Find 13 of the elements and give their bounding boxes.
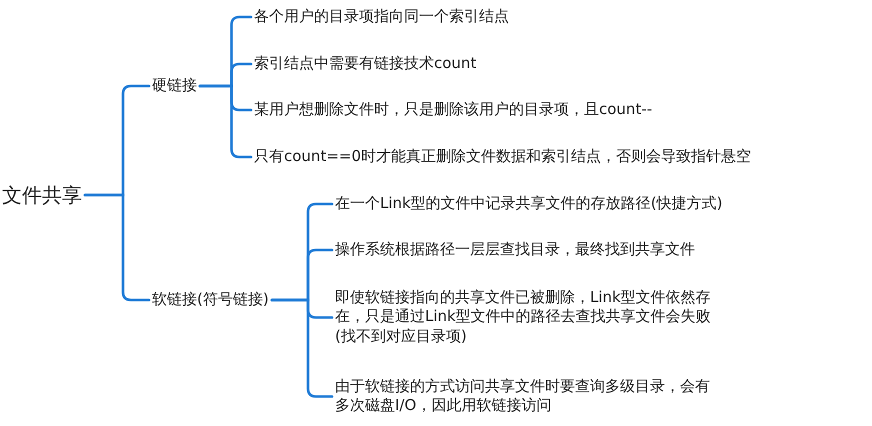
branch-label: 软链接(符号链接)	[152, 290, 269, 310]
leaf-text: 即使软链接指向的共享文件已被删除，Link型文件依然存在，只是通过Link型文件中的路径去查找共享文件会失败(找不到对应目录项)	[335, 288, 715, 346]
leaf-text: 由于软链接的方式访问共享文件时要查询多级目录，会有多次磁盘I/O，因此用软链接访问	[335, 376, 715, 416]
leaf-text: 某用户想删除文件时，只是删除该用户的目录项，且count--	[254, 100, 652, 120]
topic-label: 文件共享	[2, 182, 82, 208]
connector-line	[84, 194, 150, 302]
leaf-text: 操作系统根据路径一层层查找目录，最终找到共享文件	[335, 240, 695, 260]
leaf-text: 各个用户的目录项指向同一个索引结点	[254, 7, 509, 26]
branch-label: 硬链接	[152, 76, 197, 96]
connector-line	[270, 298, 334, 398]
leaf-text: 只有count==0时才能真正删除文件数据和索引结点，否则会导致指针悬空	[254, 147, 751, 166]
leaf-text: 索引结点中需要有链接技术count	[254, 54, 476, 74]
leaf-text: 在一个Link型的文件中记录共享文件的存放路径(快捷方式)	[335, 194, 722, 214]
